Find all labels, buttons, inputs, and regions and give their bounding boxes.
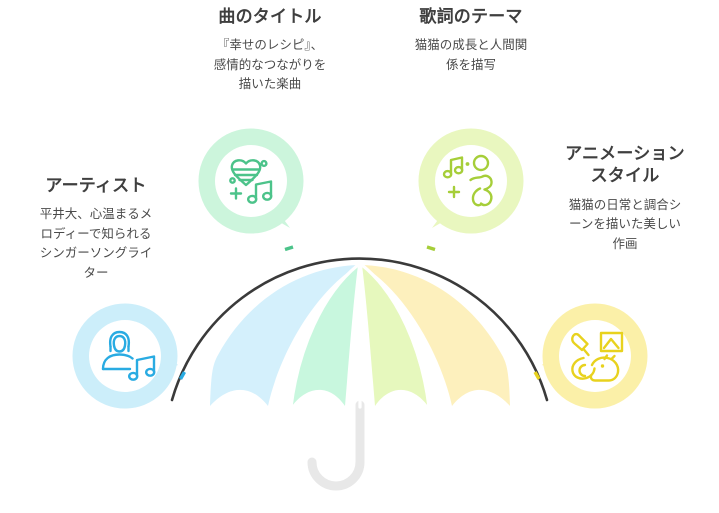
arc-notch-artist [179,371,186,380]
bubble-inner-anime [559,320,631,392]
heart-music-note-icon [229,159,273,204]
node-animation-style: アニメーション スタイル 猫猫の日常と調合シ ーンを描いた美しい 作画 [536,143,714,253]
umbrella-panel-1 [210,265,358,406]
bubble-lyric-theme [418,128,524,234]
node-song-title: 曲のタイトル 『幸せのレシピ』、 感情的なつながりを 描いた楽曲 [168,6,372,94]
umbrella-panel-3 [362,265,428,406]
arc-notch-lyric [426,245,436,252]
node-animation-style-description: 猫猫の日常と調合シ ーンを描いた美しい 作画 [568,196,682,251]
arc-notch-anime [533,371,541,380]
umbrella-panel-4 [362,265,510,406]
dancing-person-music-icon [442,154,493,207]
bubble-ring-lyric [418,128,524,234]
node-animation-style-heading: アニメーション スタイル [565,144,685,187]
node-lyric-theme-heading: 歌詞のテーマ [419,7,523,27]
umbrella-rib-left [289,263,360,409]
umbrella-handle [307,400,365,491]
bubble-ring-artist [72,303,178,409]
paintbrush-picture-animal-icon [571,331,624,382]
node-artist-heading: アーティスト [45,176,147,196]
bubble-animation-style [542,303,648,409]
bubble-song-title [198,128,304,234]
bubble-ring-song [198,128,304,234]
singer-music-note-icon [101,330,156,381]
node-artist: アーティスト 平井大、心温まるメ ロディーで知られる シンガーソングライ ター [8,175,184,282]
node-song-title-description: 『幸せのレシピ』、 感情的なつながりを 描いた楽曲 [213,37,327,92]
umbrella-rib-right [360,263,431,409]
node-lyric-theme: 歌詞のテーマ 猫猫の成長と人間関 係を描写 [378,6,564,74]
arc-notch-song [284,245,294,252]
node-lyric-theme-description: 猫猫の成長と人間関 係を描写 [414,37,528,72]
connector-arc [170,257,549,402]
bubble-ring-anime [542,303,648,409]
node-artist-description: 平井大、心温まるメ ロディーで知られる シンガーソングライ ター [39,206,153,280]
node-song-title-heading: 曲のタイトル [218,7,322,27]
bubble-artist [72,303,178,409]
umbrella-panel-2 [292,265,358,406]
